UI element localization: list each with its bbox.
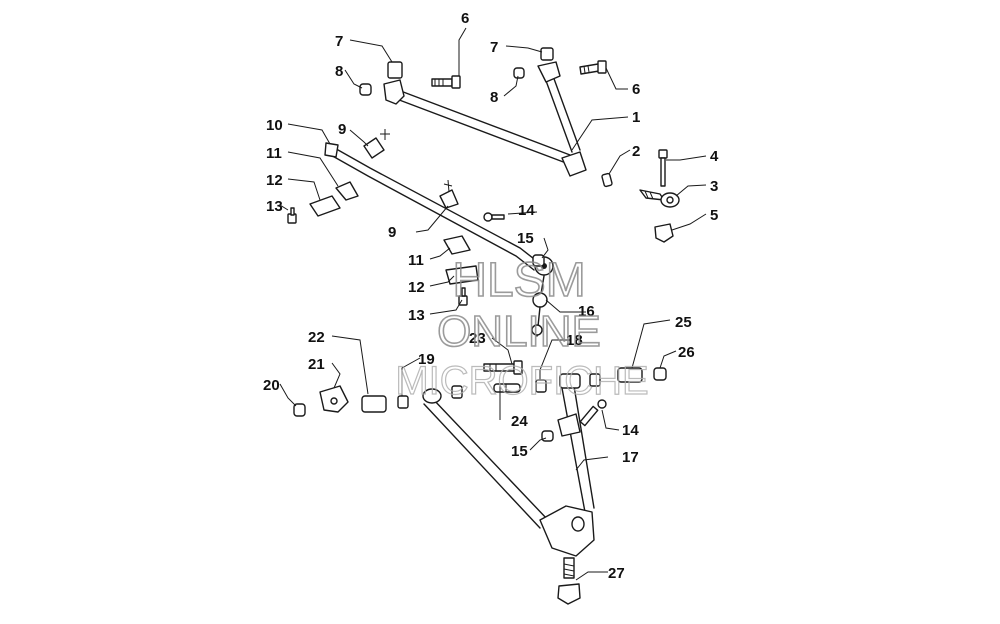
callout-24: 24: [511, 413, 528, 430]
callout-6a: 6: [461, 10, 469, 27]
callout-20: 20: [263, 377, 280, 394]
bolt-left: [287, 207, 297, 224]
callout-15a: 15: [517, 230, 534, 247]
callout-16: 16: [578, 303, 595, 320]
callout-26: 26: [678, 344, 695, 361]
nut-27: [557, 583, 581, 605]
callout-9b: 9: [388, 224, 396, 241]
nut-upper-front: [359, 83, 372, 96]
callout-5: 5: [710, 207, 718, 224]
sleeve-18: [535, 379, 547, 393]
watermark-line2: ONLINE: [437, 307, 601, 356]
bolt-24: [493, 383, 521, 393]
stabilizer-bar: [324, 142, 554, 301]
callout-19: 19: [418, 351, 435, 368]
pinch-bolt: [658, 149, 668, 187]
callout-6b: 6: [632, 81, 640, 98]
watermark-line1: HLSM: [452, 254, 585, 307]
bracket-left: [309, 195, 341, 217]
bolt-upper-front: [431, 75, 461, 89]
callout-12b: 12: [408, 279, 425, 296]
callout-3: 3: [710, 178, 718, 195]
bushing-left: [335, 181, 359, 201]
callout-13b: 13: [408, 307, 425, 324]
nut-upper-rear: [513, 67, 525, 79]
callout-9a: 9: [338, 121, 346, 138]
callout-22: 22: [308, 329, 325, 346]
callout-14b: 14: [622, 422, 639, 439]
tie-rod-end: [639, 189, 680, 208]
callout-2: 2: [632, 143, 640, 160]
callout-11a: 11: [266, 145, 282, 162]
bracket-right: [445, 265, 479, 285]
boot: [601, 172, 613, 188]
callout-21: 21: [308, 356, 325, 373]
bolt-23: [483, 360, 523, 375]
callout-labels: 6 7 8 7 6 8 1 2 4 3 5 10 9 11 12 13 14 9…: [263, 10, 719, 582]
sleeve-19b: [451, 385, 463, 399]
castle-nut: [654, 223, 674, 243]
callout-10: 10: [266, 117, 283, 134]
callout-14a: 14: [518, 202, 535, 219]
upper-a-arm: [383, 47, 587, 177]
ball-joint-stud: [563, 557, 575, 579]
watermark-line3: MICROFICHE: [395, 359, 648, 403]
callout-25: 25: [675, 314, 692, 331]
sleeve-18b: [589, 373, 601, 387]
nut-15-lower: [541, 430, 554, 442]
callout-23: 23: [469, 330, 486, 347]
sleeve-19: [397, 395, 409, 409]
leader-lines: [279, 27, 707, 581]
clip-left: [363, 137, 385, 159]
bushing-right: [443, 235, 471, 255]
bolt-14-lower: [579, 399, 607, 427]
bushing-25: [617, 367, 643, 383]
callout-1: 1: [632, 109, 640, 126]
callout-7a: 7: [335, 33, 343, 50]
bolt-upper-rear: [579, 60, 607, 75]
nut-15-upper: [532, 254, 545, 267]
callout-12a: 12: [266, 172, 283, 189]
callout-4: 4: [710, 148, 719, 165]
callout-11b: 11: [408, 252, 424, 269]
callout-15b: 15: [511, 443, 528, 460]
callout-8b: 8: [490, 89, 498, 106]
bolt-14-upper: [483, 212, 505, 222]
nut-26: [653, 367, 667, 381]
callout-13a: 13: [266, 198, 283, 215]
clip-right: [439, 189, 459, 209]
nut-20: [293, 403, 306, 417]
callout-8a: 8: [335, 63, 343, 80]
callout-17: 17: [622, 449, 639, 466]
callout-7b: 7: [490, 39, 498, 56]
callout-27: 27: [608, 565, 625, 582]
bolt-right: [458, 287, 468, 306]
bushing-22: [361, 395, 387, 413]
watermark: HLSM ONLINE MICROFICHE: [395, 253, 650, 403]
link-16: [531, 292, 548, 337]
callout-18: 18: [566, 332, 583, 349]
lower-a-arm: [422, 373, 595, 557]
